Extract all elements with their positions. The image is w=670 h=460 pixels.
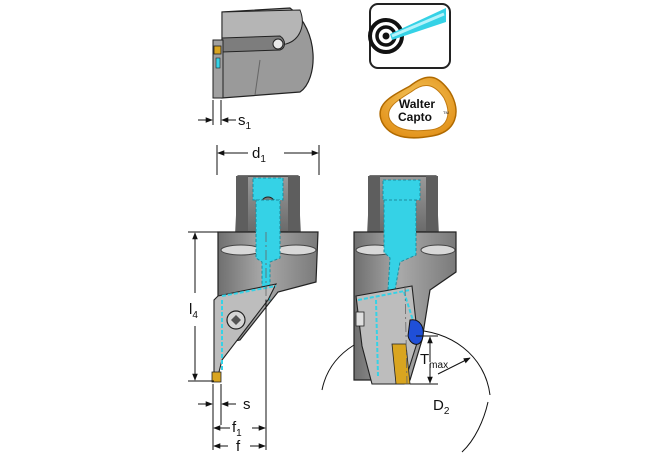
walter-capto-logo: Walter Capto TM [379, 76, 457, 139]
svg-text:Capto: Capto [398, 110, 432, 124]
side-view: Tmax D2 [321, 175, 491, 453]
dim-f-label: f [236, 438, 241, 455]
front-view: d1 l4 s f1 [188, 145, 320, 455]
top-detail-view: s1 [198, 7, 314, 132]
dim-l4-label: l4 [189, 301, 198, 321]
svg-text:TM: TM [443, 110, 449, 115]
coolant-through-icon [368, 3, 451, 69]
svg-text:Walter: Walter [399, 97, 436, 111]
dim-s1-label: s1 [238, 112, 252, 132]
dim-f1-label: f1 [232, 419, 242, 439]
dim-s-label: s [243, 396, 251, 413]
dim-d1-label: d1 [252, 145, 266, 165]
dim-tmax-label: Tmax [420, 351, 448, 371]
dim-d2-label: D2 [433, 397, 450, 417]
